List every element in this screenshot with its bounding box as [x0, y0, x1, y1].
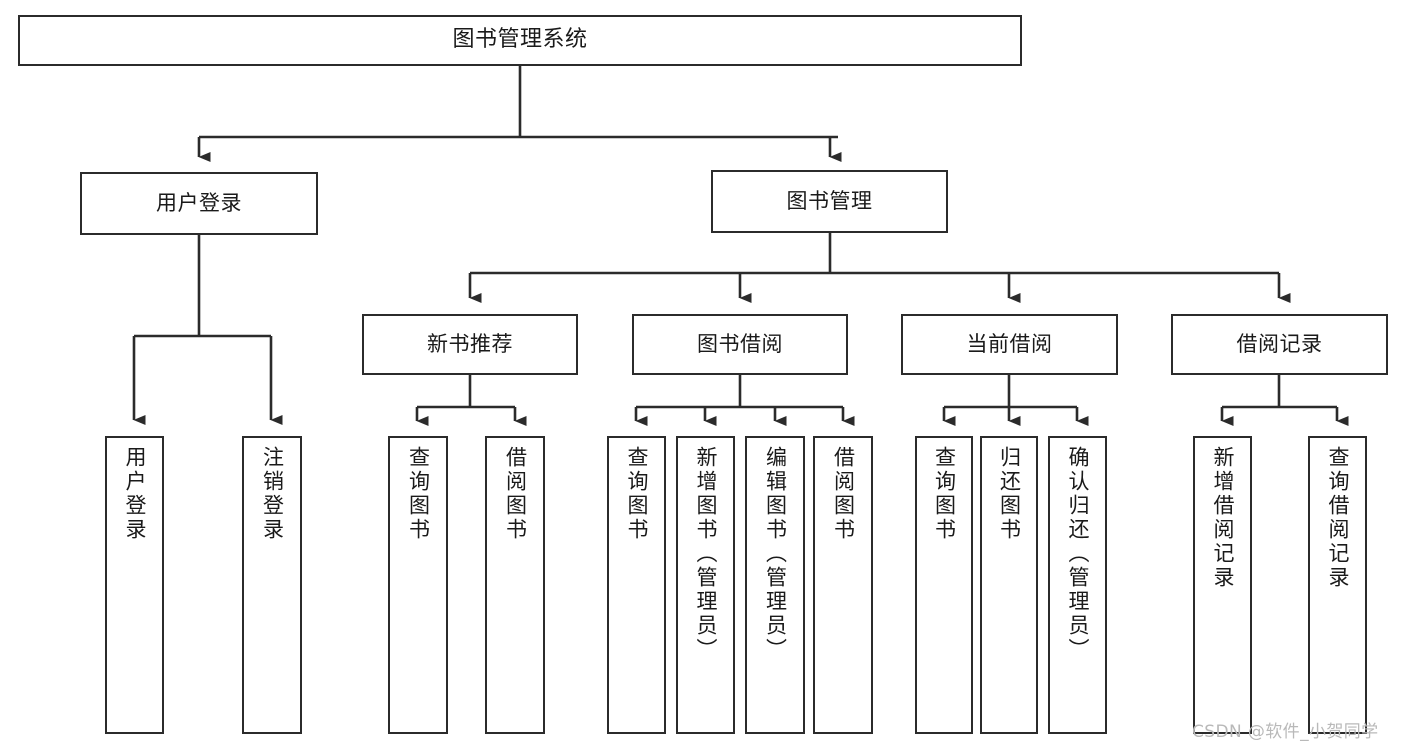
node-label: 图书借阅	[697, 331, 783, 356]
node-label: 借阅图书	[831, 446, 856, 542]
node-label: 借阅图书	[503, 446, 528, 542]
node-label: 新书推荐	[427, 331, 513, 356]
leaf-user-login-logout[interactable]: 注销登录	[242, 436, 302, 734]
node-label: 查询借阅记录	[1326, 446, 1350, 590]
leaf-book-borrow-add-book-admin[interactable]: 新增图书（管理员）	[676, 436, 735, 734]
node-current-borrowing[interactable]: 当前借阅	[901, 314, 1118, 375]
node-label: 新增图书（管理员）	[694, 446, 718, 662]
node-label: 图书管理系统	[452, 27, 588, 53]
leaf-current-borrow-confirm-return-admin[interactable]: 确认归还（管理员）	[1048, 436, 1107, 734]
leaf-current-borrow-query-books[interactable]: 查询图书	[915, 436, 973, 734]
node-root-book-management-system[interactable]: 图书管理系统	[18, 15, 1022, 66]
node-label: 用户登录	[156, 190, 242, 215]
node-book-borrowing[interactable]: 图书借阅	[632, 314, 848, 375]
node-label: 图书管理	[786, 188, 873, 213]
leaf-borrow-record-add-record[interactable]: 新增借阅记录	[1193, 436, 1252, 734]
node-label: 注销登录	[260, 446, 285, 542]
node-label: 编辑图书（管理员）	[763, 446, 788, 662]
node-new-book-recommendation[interactable]: 新书推荐	[362, 314, 578, 375]
node-label: 当前借阅	[966, 331, 1053, 356]
node-borrow-records[interactable]: 借阅记录	[1171, 314, 1388, 375]
node-label: 借阅记录	[1236, 331, 1323, 356]
leaf-borrow-record-query-record[interactable]: 查询借阅记录	[1308, 436, 1367, 734]
node-label: 归还图书	[997, 446, 1022, 542]
leaf-user-login-login[interactable]: 用户登录	[105, 436, 164, 734]
node-book-management[interactable]: 图书管理	[711, 170, 948, 233]
node-label: 查询图书	[625, 446, 649, 542]
csdn-watermark: CSDN @软件_小贺同学	[1192, 722, 1379, 742]
node-label: 确认归还（管理员）	[1066, 446, 1090, 662]
node-label: 查询图书	[406, 446, 431, 542]
leaf-book-borrow-edit-book-admin[interactable]: 编辑图书（管理员）	[745, 436, 805, 734]
node-label: 新增借阅记录	[1211, 446, 1235, 590]
node-label: 用户登录	[123, 446, 147, 542]
leaf-new-book-query-books[interactable]: 查询图书	[388, 436, 448, 734]
leaf-book-borrow-borrow-books[interactable]: 借阅图书	[813, 436, 873, 734]
leaf-new-book-borrow-books[interactable]: 借阅图书	[485, 436, 545, 734]
leaf-current-borrow-return-books[interactable]: 归还图书	[980, 436, 1038, 734]
node-user-login[interactable]: 用户登录	[80, 172, 318, 235]
leaf-book-borrow-query-books[interactable]: 查询图书	[607, 436, 666, 734]
node-label: 查询图书	[932, 446, 957, 542]
